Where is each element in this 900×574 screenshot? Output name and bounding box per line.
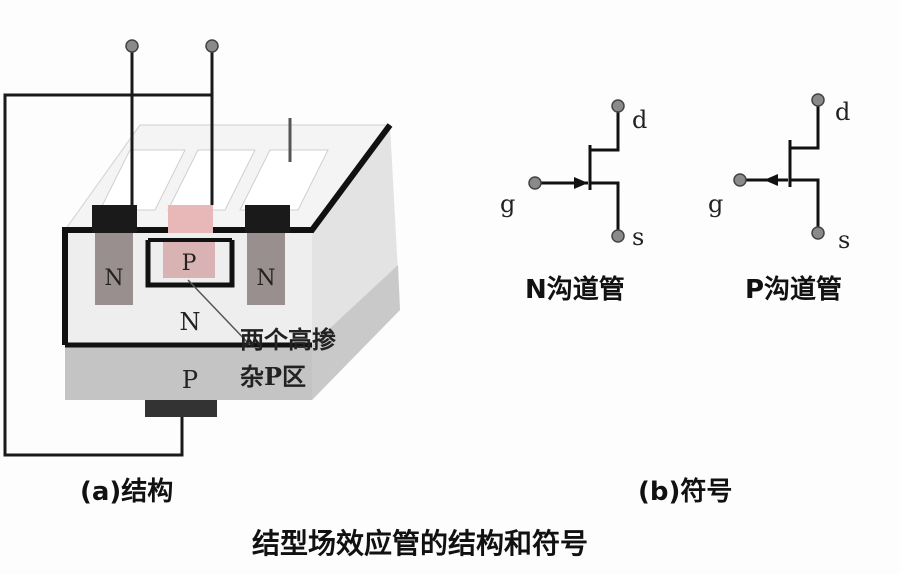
annotation-leader [187,279,251,346]
p-source-lead [790,178,820,228]
p-gate-terminal [733,173,747,187]
figure-title: 结型场效应管的结构和符号 [252,527,588,560]
n-drain-label: d [632,106,647,134]
substrate-electrode [145,400,217,417]
caption-structure: (a)结构 [80,477,173,507]
n-gate-terminal [528,176,542,190]
n-source-label: s [632,223,644,251]
terminal-source-dot [125,39,139,53]
p-drain-label: d [835,98,850,126]
annotation-line2: 杂P区 [240,362,306,391]
n-gate-label: g [500,190,515,218]
p-drain-lead [790,105,820,150]
contact-gate [168,205,213,233]
label-p-substrate: P [182,366,198,394]
annotation-line1: 两个高掺 [240,325,336,354]
caption-symbols: (b)符号 [638,476,732,507]
n-region-right [247,233,285,305]
contact-left [92,205,137,233]
side-substrate-band [312,265,400,400]
n-drain-lead [590,110,620,152]
contact-right [245,205,290,233]
p-gate-outline [145,240,235,288]
n-drain-terminal [611,99,625,113]
label-n-left: N [104,266,123,291]
n-channel-symbol: d g s N沟道管 [500,99,647,305]
terminal-gate-dot [205,39,219,53]
label-n-right: N [256,266,275,291]
n-channel-label: N沟道管 [525,274,625,305]
label-n-channel: N [180,308,201,336]
label-p-gate: P [182,251,197,276]
p-gate-arrow-icon [764,174,778,186]
p-gate-region [163,240,215,278]
p-gate-label: g [708,190,723,218]
p-channel-symbol: d g s P沟道管 [708,93,850,305]
n-source-terminal [611,229,625,243]
p-drain-terminal [811,93,825,107]
wire-gate-loop [3,93,212,457]
structure-diagram: N P N N P 两个高掺 杂P区 (a)结构 [3,39,400,507]
n-gate-arrow-icon [574,177,588,189]
p-source-label: s [838,226,850,254]
p-channel-label: P沟道管 [745,274,842,305]
n-region-left [95,233,133,305]
front-p-substrate [65,345,312,400]
n-source-lead [590,181,620,233]
p-source-terminal [811,226,825,240]
